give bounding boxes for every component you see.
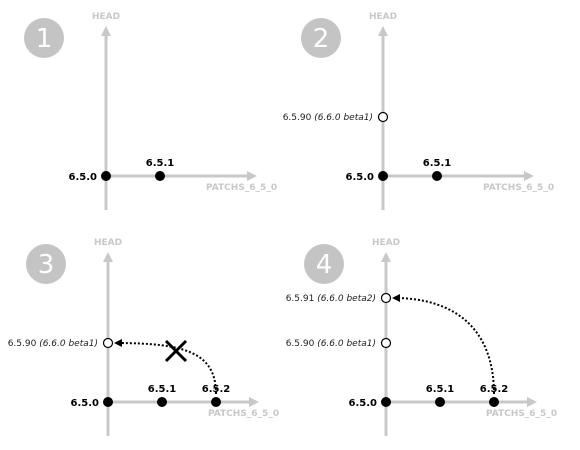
panel-1: 1 HEAD PATCHS_6_5_0 6.5.0 6.5.1 (24, 12, 277, 210)
branch-node (432, 171, 442, 181)
head-label: HEAD (92, 12, 120, 22)
branch-node (435, 397, 445, 407)
branch-label: PATCHS_6_5_0 (483, 183, 554, 193)
step-number: 4 (316, 250, 333, 280)
branch-node (489, 397, 499, 407)
head-node-label: 6.5.90 (6.6.0 beta1) (286, 339, 376, 349)
blocked-cross-icon (164, 339, 188, 363)
step-number: 1 (36, 24, 53, 54)
origin-node (103, 397, 113, 407)
branch-label: PATCHS_6_5_0 (208, 409, 279, 419)
branch-node-label: 6.5.1 (148, 384, 177, 395)
head-label: HEAD (372, 238, 400, 248)
step-number: 2 (313, 24, 330, 54)
step-badge (26, 244, 66, 284)
head-node (377, 111, 389, 123)
head-node (380, 292, 392, 304)
head-node (102, 337, 114, 349)
head-node-label: 6.5.91 (6.6.0 beta2) (286, 294, 376, 304)
origin-label: 6.5.0 (349, 398, 378, 409)
branch-label: PATCHS_6_5_0 (486, 409, 557, 419)
step-number: 3 (38, 250, 55, 280)
merge-arrow (114, 339, 217, 395)
branch-node (157, 397, 167, 407)
origin-node (381, 397, 391, 407)
head-label: HEAD (94, 238, 122, 248)
step-badge (24, 18, 64, 58)
origin-label: 6.5.0 (69, 172, 98, 183)
branch-node (155, 171, 165, 181)
branch-label: PATCHS_6_5_0 (206, 183, 277, 193)
merge-arrow (392, 294, 495, 395)
origin-label: 6.5.0 (71, 398, 100, 409)
origin-node (378, 171, 388, 181)
step-badge (301, 18, 341, 58)
branch-node (211, 397, 221, 407)
branch-node-label: 6.5.1 (423, 158, 452, 169)
panel-2: 2 HEAD PATCHS_6_5_0 6.5.0 6.5.1 6.5.90 (6.6.0… (283, 12, 554, 210)
step-badge (304, 244, 344, 284)
head-label: HEAD (369, 12, 397, 22)
head-node-label: 6.5.90 (6.6.0 beta1) (283, 113, 373, 123)
branch-node-label: 6.5.1 (146, 158, 175, 169)
origin-node (101, 171, 111, 181)
head-node (380, 337, 392, 349)
origin-label: 6.5.0 (346, 172, 375, 183)
head-node-label: 6.5.90 (6.6.0 beta1) (8, 339, 98, 349)
branch-node-label: 6.5.1 (426, 384, 455, 395)
